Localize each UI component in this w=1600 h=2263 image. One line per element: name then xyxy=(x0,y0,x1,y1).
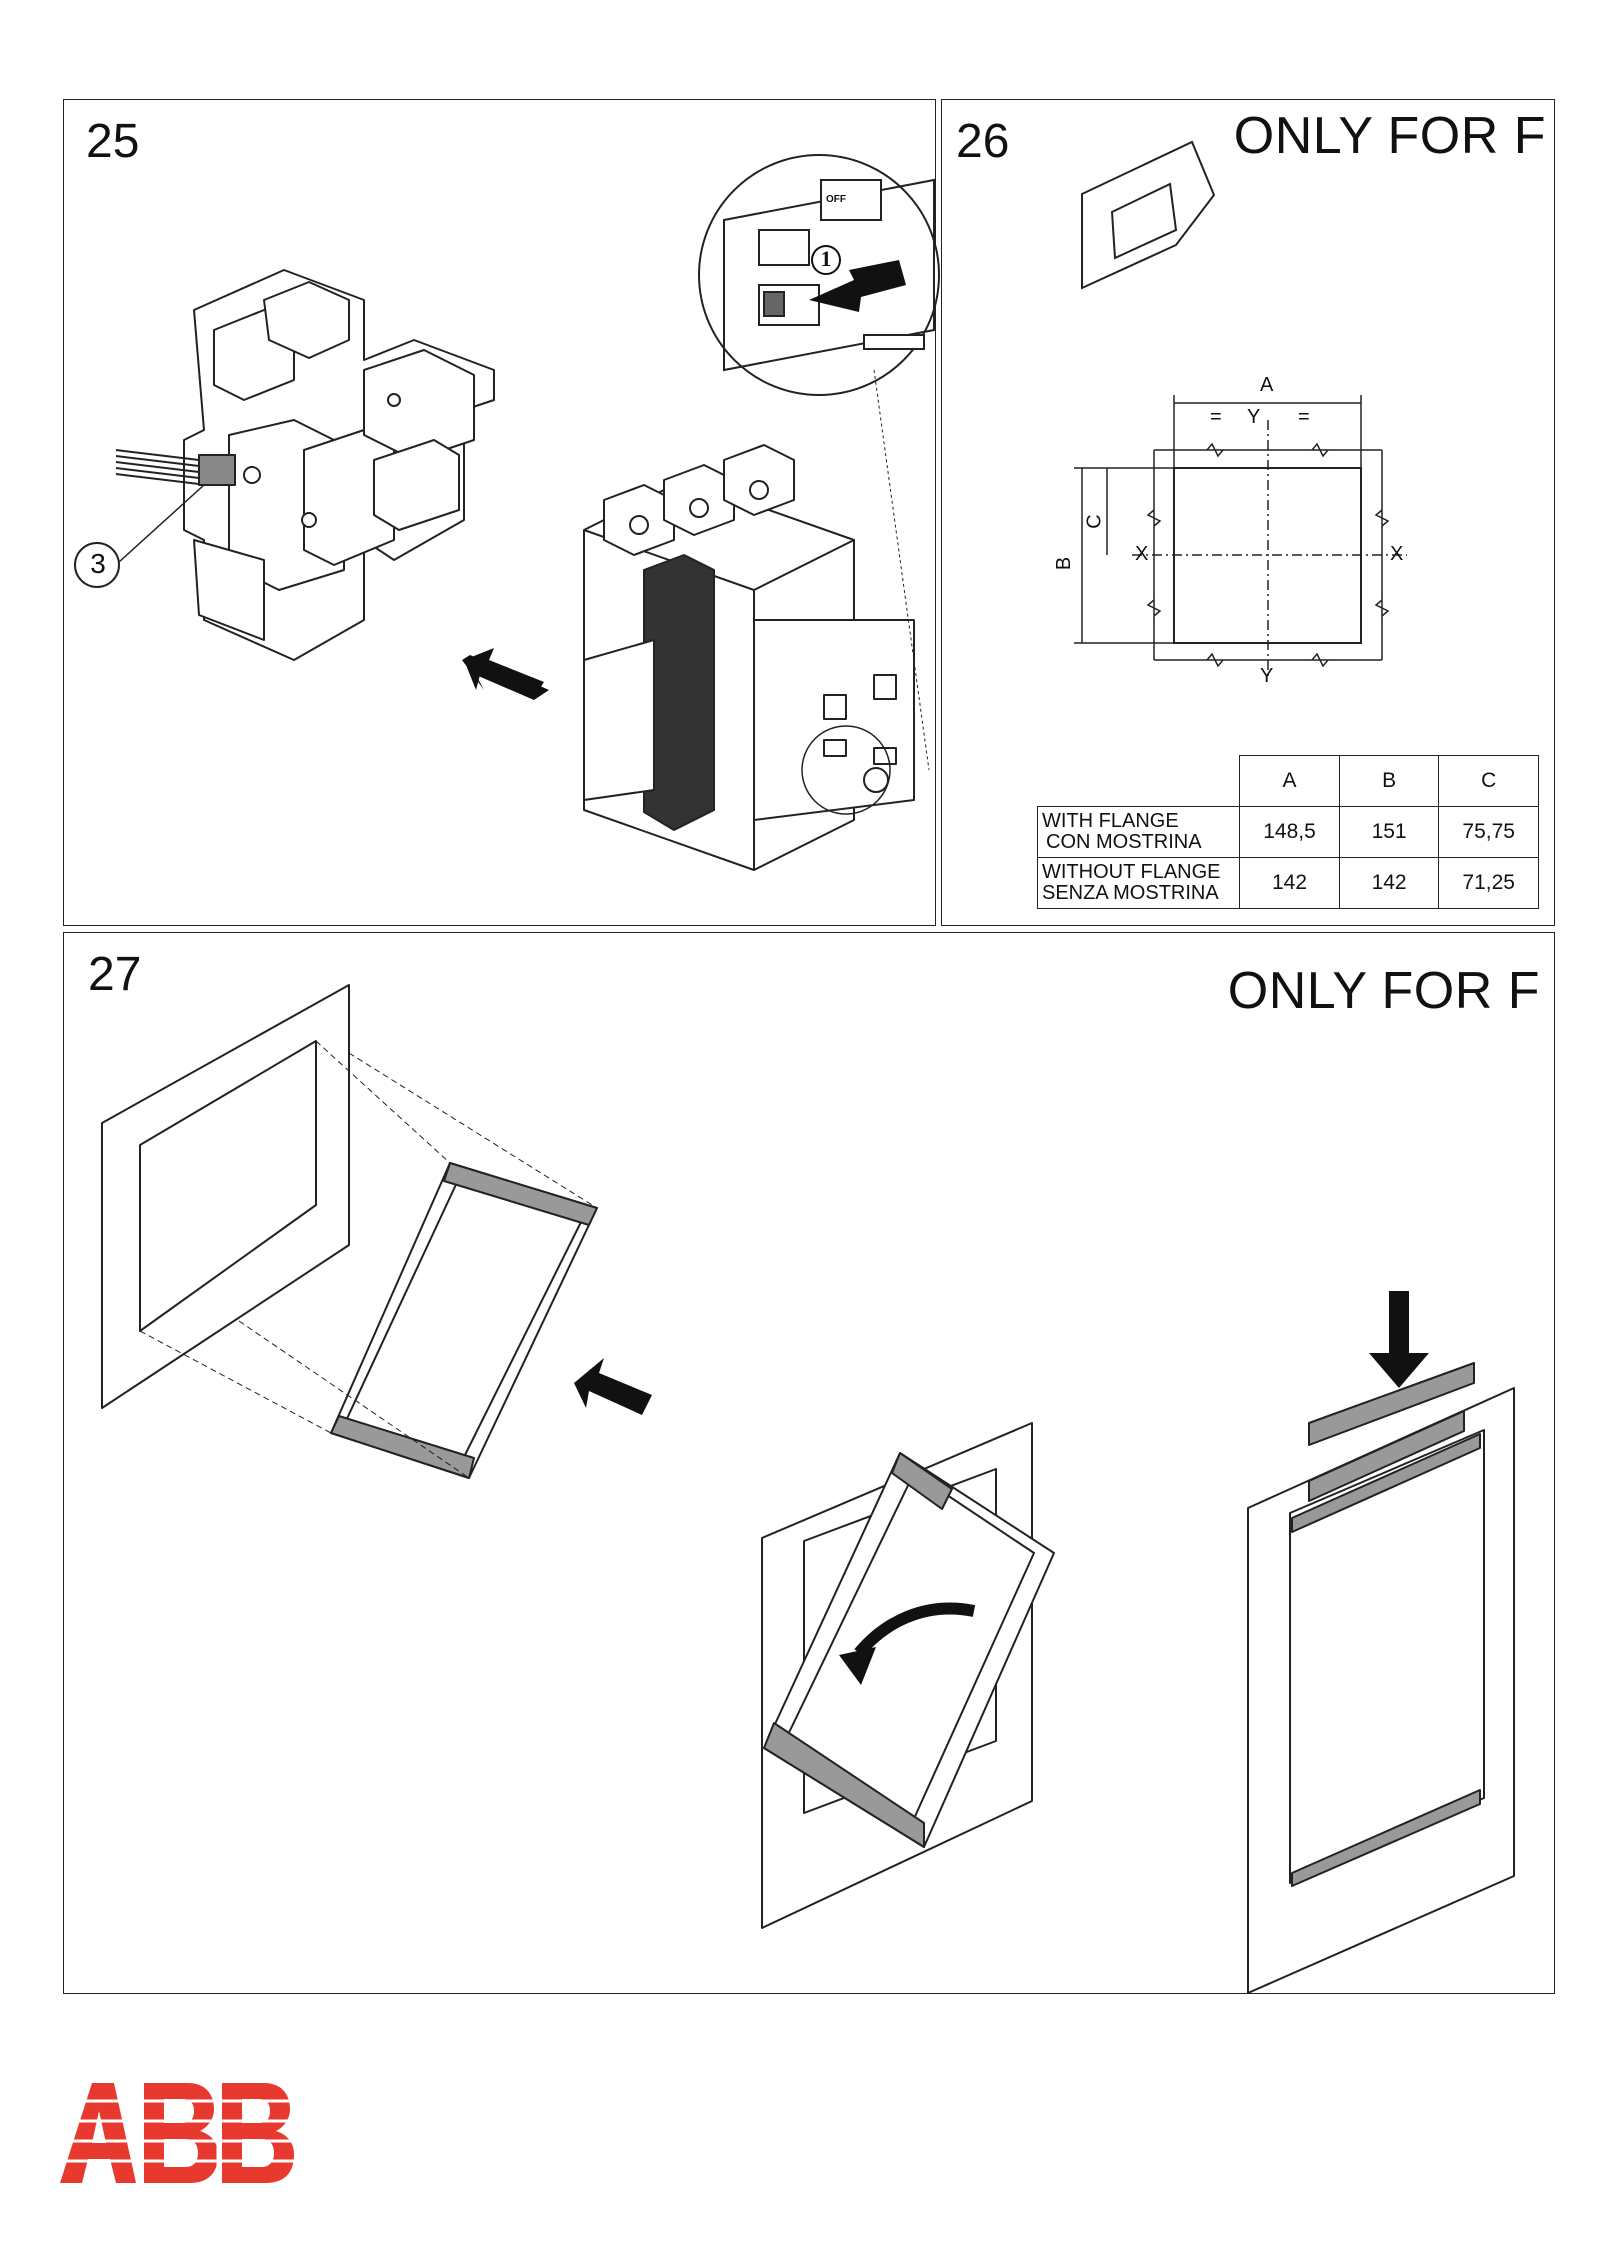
step-27-panel: 27 ONLY FOR F xyxy=(63,932,1555,1994)
cutout-dimension-drawing xyxy=(1074,395,1407,680)
dimension-table: A B C WITH FLANGE CON MOSTRINA 148,5 151… xyxy=(1036,755,1539,909)
table-cell: 71,25 xyxy=(1438,857,1539,909)
only-for-f-label: ONLY FOR F xyxy=(1233,107,1546,165)
step-number: 26 xyxy=(956,115,1010,168)
row-label: WITHOUT FLANGE SENZA MOSTRINA xyxy=(1036,857,1241,909)
flange-mounting-illustration xyxy=(101,984,1515,1994)
table-cell: 151 xyxy=(1338,806,1440,858)
abb-logo-icon xyxy=(58,2081,298,2185)
dim-a: A xyxy=(1260,374,1274,396)
row-label-line: SENZA MOSTRINA xyxy=(1042,882,1219,904)
table-header-cell: B xyxy=(1338,755,1440,807)
only-for-f-label: ONLY FOR F xyxy=(1227,962,1540,1020)
flange-icon xyxy=(1081,140,1216,290)
row-label-line: WITH FLANGE xyxy=(1042,810,1179,832)
callout-3: 3 xyxy=(90,548,106,579)
callout-1: 1 xyxy=(820,246,832,271)
table-cell: 142 xyxy=(1239,857,1340,909)
dim-y-bottom: Y xyxy=(1260,665,1274,687)
dim-eq-left: = xyxy=(1210,406,1222,428)
abb-logo xyxy=(58,2081,298,2185)
row-label: WITH FLANGE CON MOSTRINA xyxy=(1036,806,1241,858)
dim-eq-right: = xyxy=(1298,406,1310,428)
row-label-line: CON MOSTRINA xyxy=(1046,831,1202,853)
step-25-panel: 25 xyxy=(63,99,940,926)
table-header-cell: C xyxy=(1438,755,1539,807)
off-switch-label: OFF xyxy=(826,194,846,205)
table-row: WITH FLANGE CON MOSTRINA 148,5 151 75,75 xyxy=(1036,806,1539,858)
table-cell: 142 xyxy=(1338,857,1440,909)
dim-x-left: X xyxy=(1135,543,1149,565)
table-header-row: A B C xyxy=(1037,755,1539,807)
step-number: 27 xyxy=(88,948,142,1001)
table-header-cell: A xyxy=(1239,755,1340,807)
dim-x-right: X xyxy=(1390,543,1404,565)
dim-c: C xyxy=(1083,514,1106,529)
dim-b: B xyxy=(1053,556,1076,571)
step-number: 25 xyxy=(86,115,140,168)
dim-y-top: Y xyxy=(1247,406,1261,428)
breaker-assembly-illustration xyxy=(74,154,940,871)
table-row: WITHOUT FLANGE SENZA MOSTRINA 142 142 71… xyxy=(1036,857,1539,909)
row-label-line: WITHOUT FLANGE xyxy=(1042,861,1221,883)
step-26-panel: 26 ONLY FOR F xyxy=(941,99,1555,926)
table-cell: 75,75 xyxy=(1438,806,1539,858)
table-cell: 148,5 xyxy=(1239,806,1340,858)
